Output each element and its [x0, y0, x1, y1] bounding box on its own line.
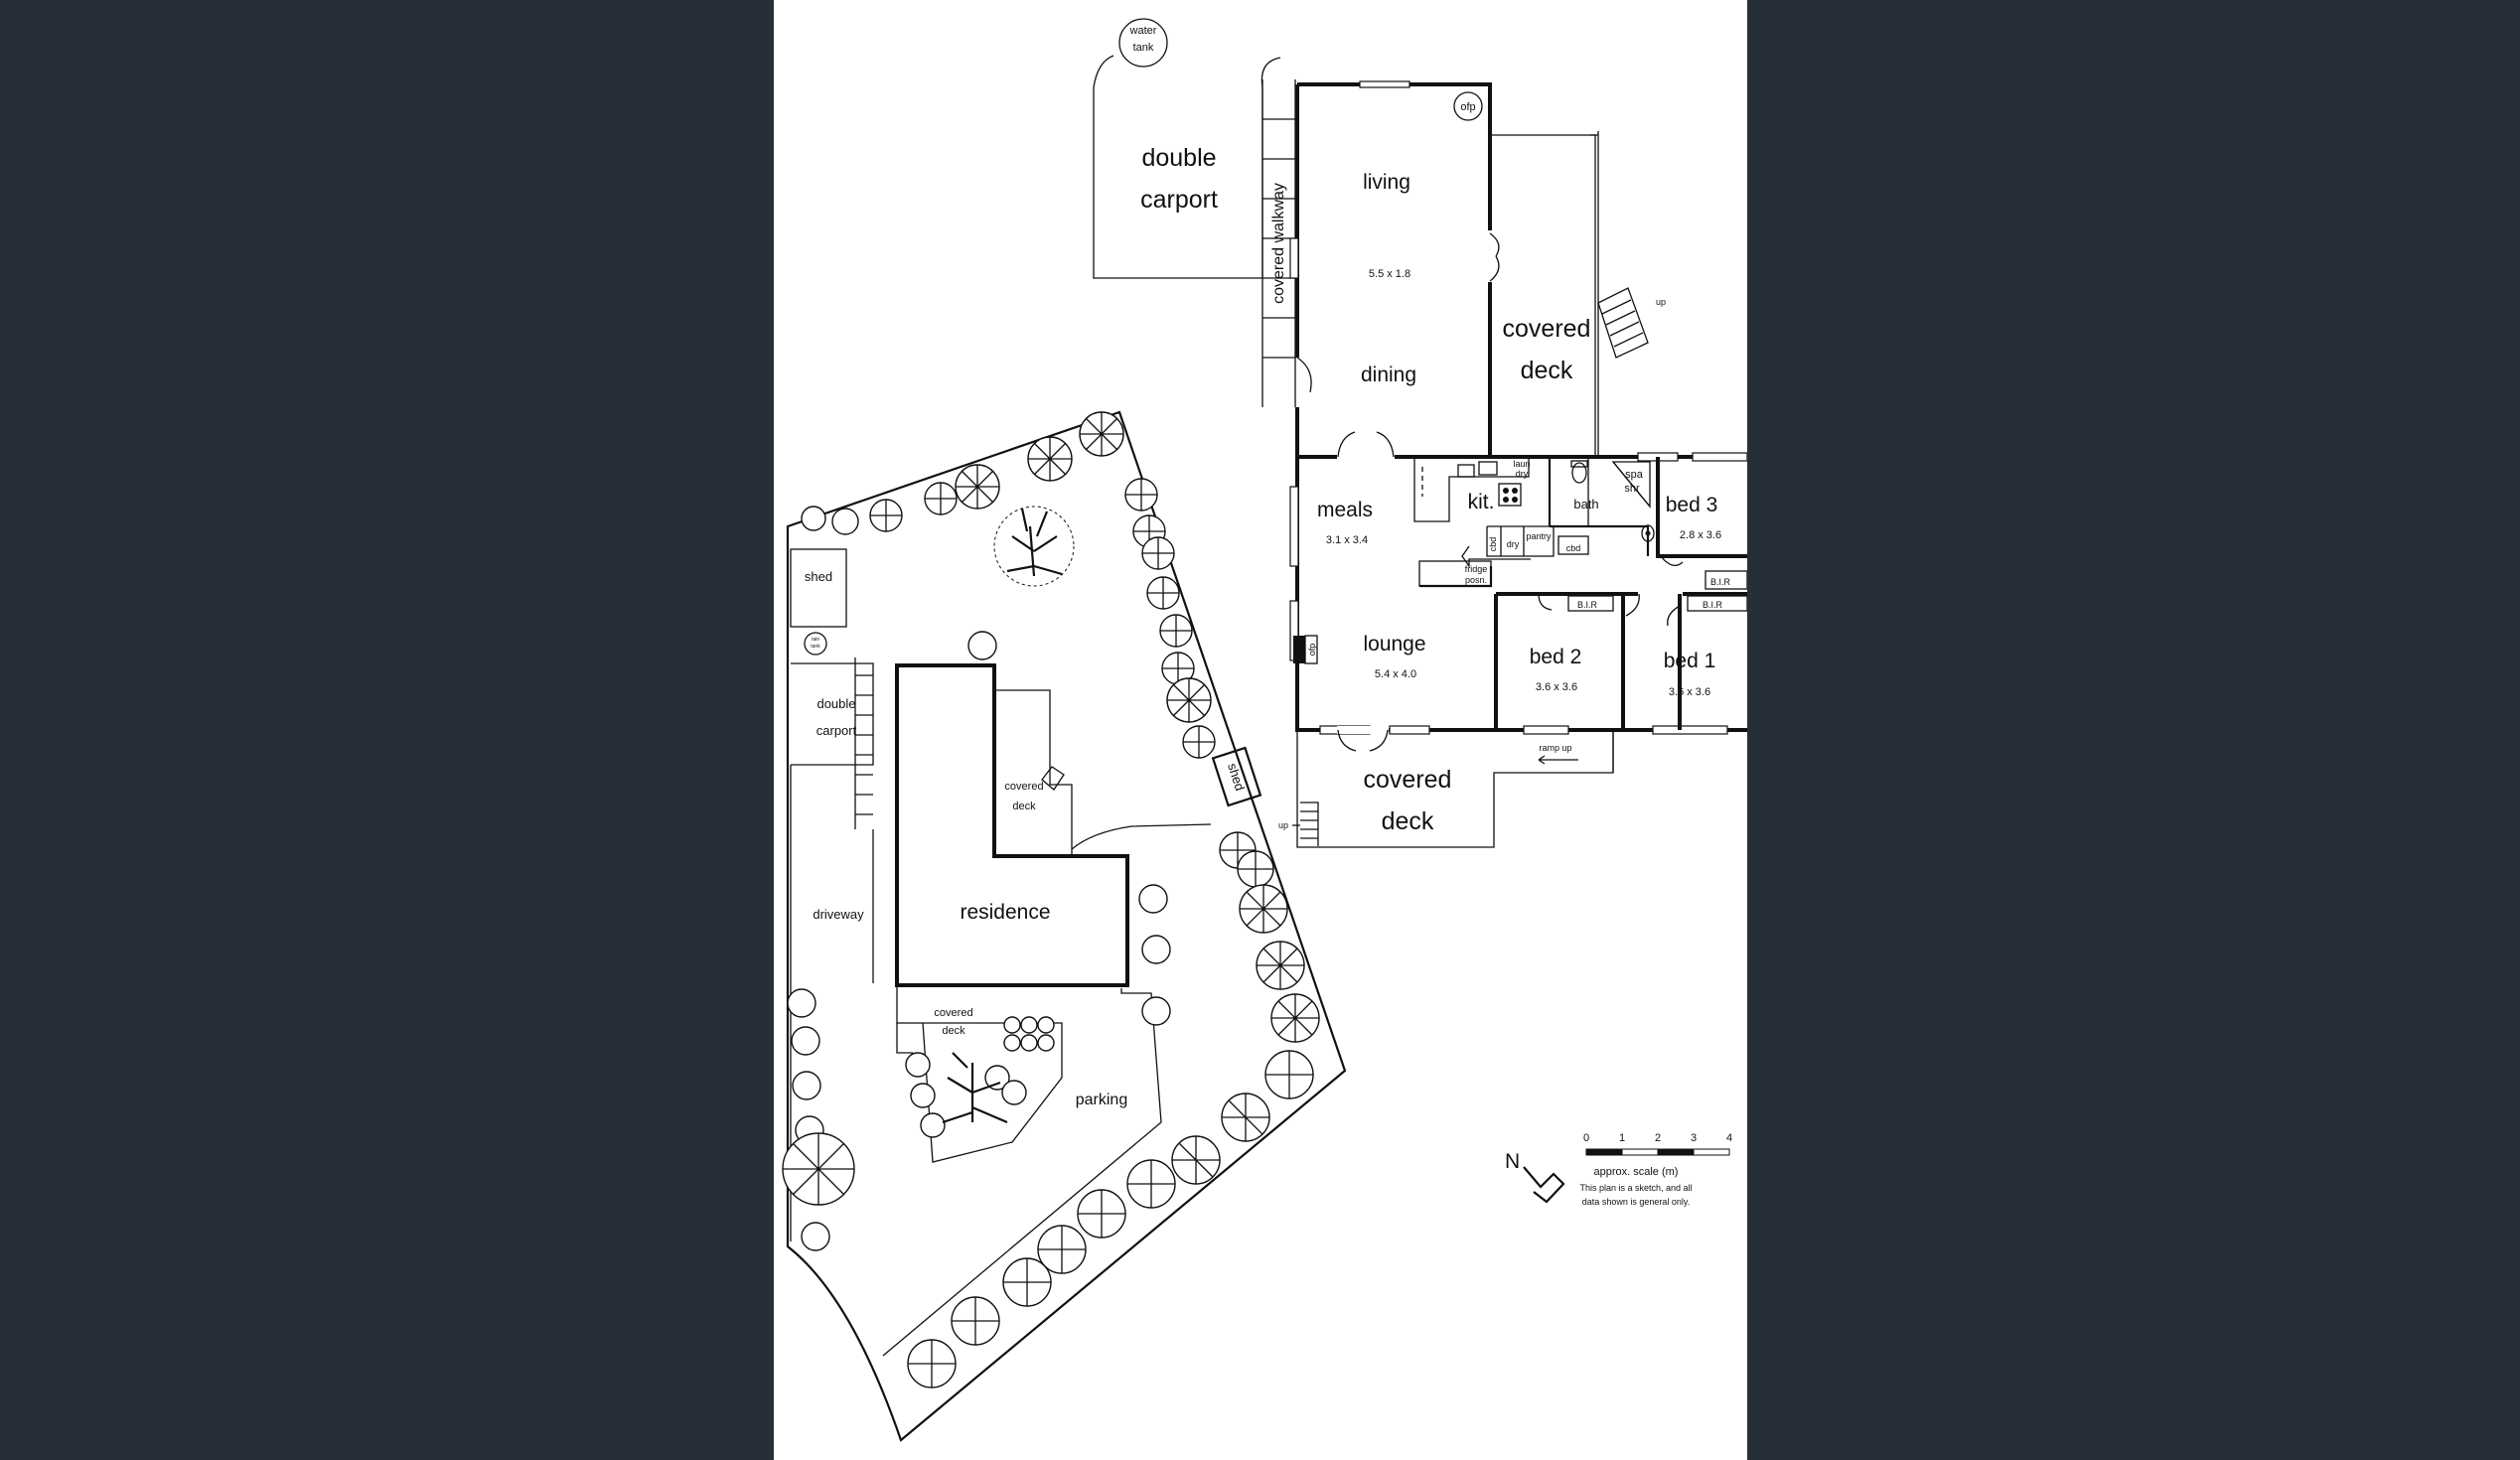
site-double-carport: [791, 662, 874, 766]
lounge-fireplace: [1293, 636, 1305, 663]
floor-plan: water tank double carport covered walkwa…: [1093, 18, 1747, 848]
site-deck-bottom-label-2: deck: [942, 1025, 965, 1037]
shr-label: shr: [1624, 483, 1640, 495]
toilet-symbol: [1571, 462, 1587, 484]
bath-label: bath: [1573, 497, 1598, 511]
bed1-label: bed 1: [1664, 650, 1716, 672]
scale-bar: [1585, 1148, 1730, 1156]
up-top-label: up: [1656, 297, 1666, 307]
water-tank-symbol: [1118, 18, 1168, 68]
bed2-dims: 3.6 x 3.6: [1536, 681, 1577, 693]
covered-deck-top-outline: [1490, 134, 1596, 457]
site-trees: [782, 411, 1320, 1388]
bathroom-walls: [1548, 457, 1650, 556]
spa-label: spa: [1625, 469, 1644, 481]
pantry-cluster: [1486, 525, 1555, 557]
parking-edge: [882, 988, 1162, 1357]
meals-dims: 3.1 x 3.4: [1326, 534, 1368, 546]
plan-sheet: water tank double carport covered walkwa…: [774, 0, 1747, 1460]
north-arrow-icon: [1523, 1166, 1565, 1204]
scale-tick-2: 2: [1655, 1132, 1661, 1144]
water-tank-label-2: tank: [1133, 42, 1154, 54]
fridge-label-1: fridge: [1465, 564, 1488, 574]
covered-deck-bottom-label-2: deck: [1382, 807, 1434, 835]
stairs-top: [1597, 287, 1649, 359]
floor-and-site-plan: water tank double carport covered walkwa…: [782, 18, 1747, 1442]
residence-label: residence: [960, 901, 1050, 924]
double-carport-label-2: carport: [1140, 186, 1218, 214]
covered-deck-top-label-1: covered: [1503, 315, 1591, 343]
disclaimer-line-2: data shown is general only.: [1582, 1197, 1690, 1207]
lounge-label: lounge: [1363, 633, 1425, 656]
feature-tree-top: [993, 506, 1075, 587]
covered-walkway-label: covered walkway: [1270, 183, 1287, 304]
cooktop: [1498, 483, 1522, 507]
bed1-walls: [1678, 592, 1747, 730]
basin-symbol: [1641, 524, 1655, 542]
lounge-dims: 5.4 x 4.0: [1375, 668, 1416, 680]
bir-bed3-label: B.I.R: [1710, 577, 1731, 587]
kitchen-label: kit.: [1468, 491, 1495, 513]
dining-label: dining: [1361, 364, 1416, 386]
laundry-label-1: laun: [1513, 459, 1530, 469]
site-deck-top-label-2: deck: [1012, 801, 1036, 812]
site-deck-top-label-1: covered: [1004, 781, 1043, 793]
scale-tick-4: 4: [1726, 1132, 1732, 1144]
site-carport-label-2: carport: [816, 723, 857, 738]
bed3-walls: [1656, 457, 1747, 558]
scale-tick-1: 1: [1619, 1132, 1625, 1144]
covered-deck-top-label-2: deck: [1521, 357, 1573, 384]
dry-label: dry: [1507, 539, 1520, 549]
stairs-bottom: [1300, 802, 1319, 846]
north-label: N: [1505, 1150, 1520, 1173]
disclaimer-line-1: This plan is a sketch, and all: [1579, 1183, 1692, 1193]
bir-bed2-label: B.I.R: [1577, 600, 1598, 610]
residence-outline: [895, 663, 1129, 987]
living-dims: 5.5 x 1.8: [1369, 268, 1410, 280]
rain-tank-label-1: rain: [812, 637, 820, 643]
ramp-up-label: ramp up: [1539, 743, 1571, 753]
ofp-lounge-label: ofp: [1307, 644, 1317, 657]
site-shed-label: shed: [805, 569, 832, 584]
site-deck-bottom-label-1: covered: [934, 1007, 972, 1019]
rain-tank-symbol: [804, 632, 827, 656]
laundry-label-2: dry: [1516, 469, 1529, 479]
side-shed-label: shed: [1225, 761, 1248, 792]
bed3-label: bed 3: [1666, 494, 1718, 516]
kitchen-bench: [1413, 457, 1530, 522]
scale-tick-3: 3: [1691, 1132, 1697, 1144]
bed2-label: bed 2: [1530, 646, 1582, 668]
bir-bed1-label: B.I.R: [1703, 600, 1723, 610]
bed1-dims: 3.6 x 3.6: [1669, 686, 1710, 698]
scale-label: approx. scale (m): [1594, 1166, 1679, 1178]
ofp-fireplace-symbol: [1453, 91, 1483, 121]
covered-deck-bottom-label-1: covered: [1364, 766, 1452, 794]
feature-tree-bottom: [942, 1052, 1008, 1124]
driveway-label: driveway: [813, 907, 864, 922]
fridge-label-2: posn.: [1465, 575, 1487, 585]
site-plan: shed rain tank double carport driveway r…: [782, 410, 1347, 1442]
double-carport-outline: [1093, 87, 1263, 279]
cbd-label: cbd: [1488, 537, 1498, 552]
site-boundary: [786, 410, 1347, 1442]
water-tank-label-1: water: [1129, 25, 1157, 37]
site-shed: [790, 548, 847, 628]
sink: [1478, 461, 1498, 476]
pantry-label: pantry: [1526, 531, 1552, 541]
ofp-label: ofp: [1460, 101, 1475, 113]
parking-label: parking: [1076, 1092, 1127, 1108]
living-label: living: [1363, 171, 1410, 194]
meals-label: meals: [1317, 499, 1373, 521]
double-carport-label-1: double: [1141, 144, 1216, 172]
up-bottom-label: up: [1278, 820, 1288, 830]
legend: N 0 1 2 3 4 approx. scale (m) This plan …: [1505, 1132, 1732, 1207]
scale-tick-0: 0: [1583, 1132, 1589, 1144]
cbd2-label: cbd: [1566, 543, 1581, 553]
site-covered-deck-top: [994, 689, 1073, 856]
rain-tank-label-2: tank: [811, 644, 820, 650]
site-carport-label-1: double: [816, 696, 855, 711]
bed3-dims: 2.8 x 3.6: [1680, 529, 1721, 541]
